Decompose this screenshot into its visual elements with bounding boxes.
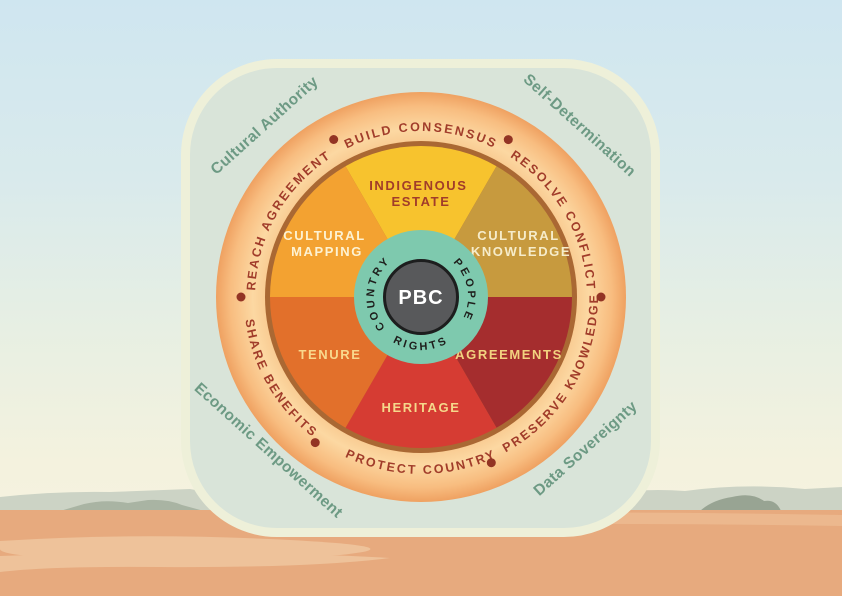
segment-label-cultural-mapping: CULTURAL MAPPING <box>283 228 371 259</box>
segment-label-agreements: AGREEMENTS <box>455 347 563 362</box>
separator-dot <box>329 135 339 144</box>
hills-silhouette-left <box>0 489 250 511</box>
separator-dot <box>486 458 496 468</box>
segment-label-tenure: TENURE <box>298 347 361 362</box>
segment-heritage <box>345 297 497 449</box>
separator-dot <box>310 438 320 448</box>
mesa-silhouette-left <box>60 499 204 511</box>
bush-silhouette-right <box>700 495 781 511</box>
hub-circle <box>383 259 459 335</box>
segment-label-cultural-knowledge: CULTURAL KNOWLEDGE <box>471 228 571 259</box>
segment-label-heritage: HERITAGE <box>381 400 460 415</box>
separator-dot <box>503 135 513 145</box>
separator-dot <box>236 292 246 302</box>
separator-dot <box>596 292 606 302</box>
hub-label: PBC <box>398 287 443 309</box>
segment-label-indigenous-estate: INDIGENOUS ESTATE <box>369 178 473 209</box>
segment-indigenous-estate <box>345 145 497 297</box>
ground-streak-lower <box>0 551 390 572</box>
